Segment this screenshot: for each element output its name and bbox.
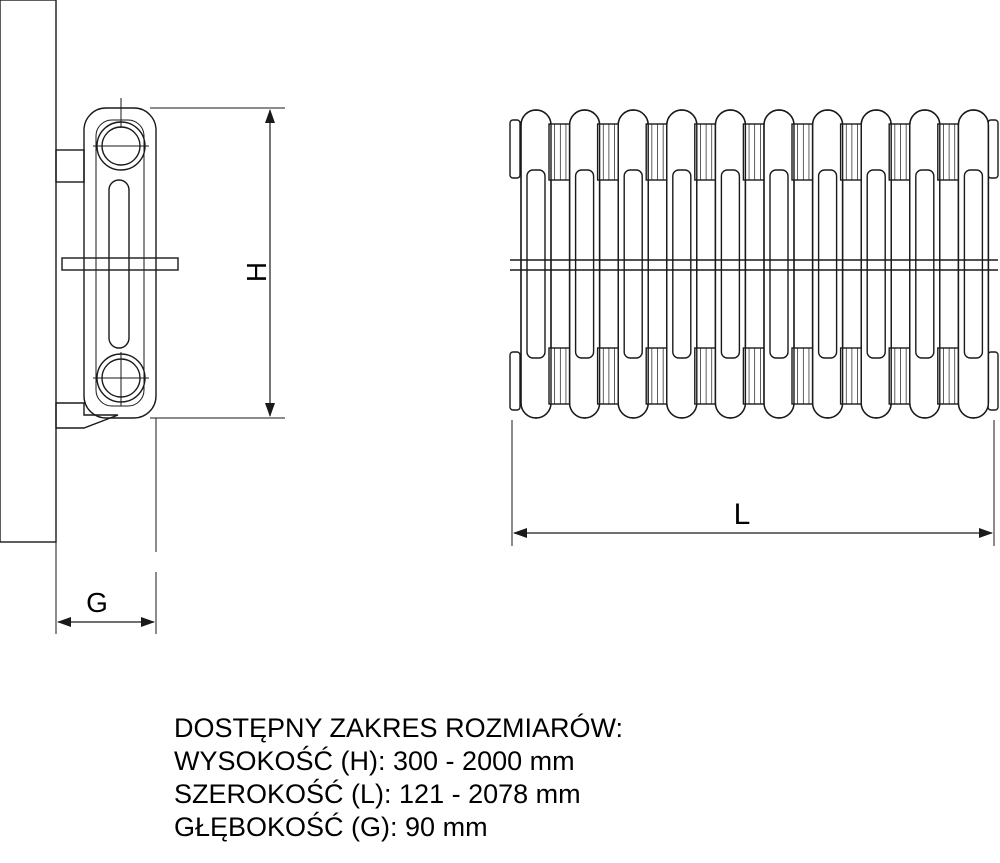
radiator-section: [520, 109, 573, 419]
section-column-outline: [811, 109, 844, 419]
front-view: [509, 109, 999, 419]
section-column-outline: [714, 109, 747, 419]
specs-length: SZEROKOŚĆ (L): 121 - 2078 mm: [174, 779, 581, 809]
radiator-section: [617, 109, 670, 419]
size-range-specs: DOSTĘPNY ZAKRES ROZMIARÓW: WYSOKOŚĆ (H):…: [174, 712, 623, 844]
radiator-section: [957, 109, 990, 419]
wall-bracket-top: [55, 149, 85, 183]
side-view: [0, 0, 285, 634]
section-tube-slot: [108, 179, 130, 349]
depth-label: G: [86, 587, 108, 618]
section-column-outline: [666, 109, 698, 419]
wall-bracket-bottom: [55, 402, 119, 429]
radiator-section: [763, 109, 816, 419]
section-column-outline: [763, 109, 795, 419]
section-column-outline: [860, 109, 892, 419]
specs-height: WYSOKOŚĆ (H): 300 - 2000 mm: [174, 746, 575, 776]
height-label: H: [241, 262, 272, 282]
specs-depth: GŁĘBOKOŚĆ (G): 90 mm: [174, 812, 488, 842]
side-tie-bar: [61, 257, 179, 271]
end-stub-bottom-right: [987, 351, 999, 411]
radiator-section-side: [83, 107, 157, 419]
end-stub-top-left: [509, 119, 521, 179]
section-column-outline: [617, 109, 649, 419]
radiator-section: [568, 109, 621, 419]
end-stub-top-right: [987, 119, 999, 179]
end-stub-bottom-left: [509, 351, 521, 411]
specs-title: DOSTĘPNY ZAKRES ROZMIARÓW:: [174, 713, 624, 743]
section-column-outline: [957, 109, 990, 419]
section-column-outline: [520, 109, 552, 419]
radiator-section: [666, 109, 719, 419]
section-column-outline: [568, 109, 601, 419]
radiator-section: [714, 109, 767, 419]
radiator-section: [860, 109, 913, 419]
radiator-technical-drawing: H G L: [0, 0, 999, 634]
section-column-outline: [909, 109, 941, 419]
radiator-section: [909, 109, 962, 419]
wall: [0, 0, 57, 543]
radiator-section: [811, 109, 864, 419]
length-label: L: [734, 498, 751, 531]
